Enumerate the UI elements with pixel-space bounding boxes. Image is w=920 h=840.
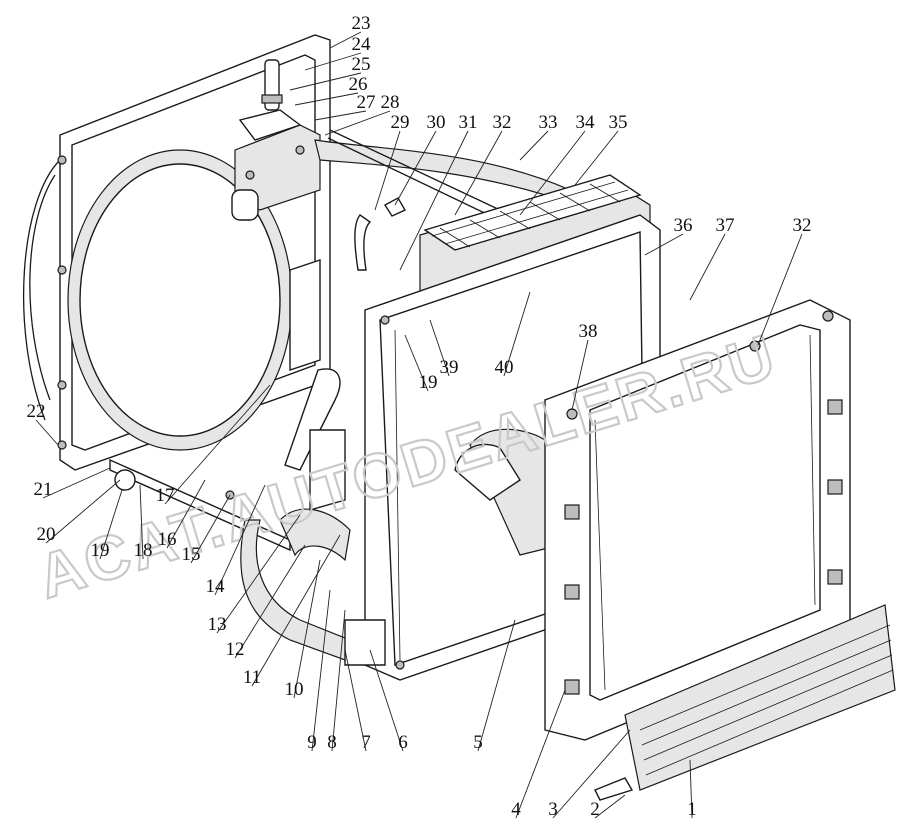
callout-label: 32 bbox=[793, 215, 812, 236]
callout-label: 1 bbox=[687, 799, 697, 820]
callout-label: 39 bbox=[440, 357, 459, 378]
leader-line bbox=[374, 130, 401, 211]
fan-shroud bbox=[22, 34, 331, 471]
leader-line bbox=[329, 31, 362, 49]
upper-hoses bbox=[314, 129, 576, 271]
callout-label: 35 bbox=[609, 112, 628, 133]
leader-line bbox=[139, 484, 144, 560]
callout-label: 3 bbox=[548, 799, 558, 820]
callout-label: 21 bbox=[34, 479, 53, 500]
leader-line bbox=[404, 334, 429, 392]
callout-label: 11 bbox=[243, 667, 261, 688]
callout-label: 6 bbox=[398, 732, 408, 753]
charge-air-duct bbox=[454, 428, 561, 556]
leader-line bbox=[515, 689, 566, 819]
leader-line bbox=[99, 489, 123, 560]
leader-line bbox=[429, 319, 450, 377]
callout-label: 30 bbox=[427, 112, 446, 133]
leader-line bbox=[519, 130, 549, 161]
lower-shroud-plate bbox=[594, 604, 896, 801]
leader-line bbox=[214, 484, 266, 596]
callout-label: 16 bbox=[158, 529, 177, 550]
leader-line bbox=[311, 589, 331, 752]
callout-label: 32 bbox=[493, 112, 512, 133]
callout-label: 22 bbox=[27, 401, 46, 422]
leader-line bbox=[344, 649, 367, 752]
leader-line bbox=[314, 110, 367, 121]
callout-label: 33 bbox=[539, 112, 558, 133]
callout-label: 4 bbox=[511, 799, 521, 820]
callout-label: 9 bbox=[307, 732, 317, 753]
thermostat-housing bbox=[231, 59, 321, 221]
leader-line bbox=[519, 130, 586, 216]
leader-line bbox=[644, 233, 684, 256]
leader-line bbox=[35, 419, 59, 446]
callout-label: 34 bbox=[576, 112, 596, 133]
leader-line bbox=[166, 479, 206, 549]
callout-label: 28 bbox=[381, 92, 400, 113]
callout-label: 20 bbox=[37, 524, 56, 545]
leader-line bbox=[689, 759, 693, 819]
leader-line bbox=[42, 467, 111, 499]
leader-line bbox=[477, 619, 516, 752]
leader-line bbox=[503, 291, 531, 377]
callout-label: 2 bbox=[590, 799, 600, 820]
callout-label: 19 bbox=[419, 372, 438, 393]
callout-label: 15 bbox=[182, 544, 201, 565]
callout-label: 10 bbox=[285, 679, 304, 700]
callout-label: 5 bbox=[473, 732, 483, 753]
leader-line bbox=[571, 339, 589, 411]
leader-line bbox=[594, 794, 626, 819]
leader-line bbox=[324, 110, 391, 136]
callout-label: 40 bbox=[495, 357, 514, 378]
leader-line bbox=[234, 544, 306, 659]
leader-line bbox=[251, 534, 341, 687]
front-radiator bbox=[544, 299, 851, 741]
callout-label: 24 bbox=[352, 34, 372, 55]
leader-line bbox=[454, 130, 503, 216]
leader-line bbox=[294, 92, 359, 106]
callout-label: 13 bbox=[208, 614, 227, 635]
leader-line bbox=[293, 559, 321, 699]
callout-label: 37 bbox=[716, 215, 735, 236]
callout-label: 17 bbox=[156, 485, 175, 506]
callout-label: 8 bbox=[327, 732, 337, 753]
callout-label: 26 bbox=[349, 74, 368, 95]
leader-line bbox=[369, 649, 404, 752]
leader-line bbox=[190, 494, 231, 564]
callout-label: 25 bbox=[352, 54, 371, 75]
callout-label: 14 bbox=[206, 576, 226, 597]
leader-line bbox=[757, 233, 803, 346]
leader-line bbox=[304, 52, 362, 71]
leader-line bbox=[574, 130, 619, 186]
leader-line bbox=[689, 233, 726, 301]
callout-label: 29 bbox=[391, 112, 410, 133]
leader-line bbox=[289, 72, 362, 91]
leader-line bbox=[394, 130, 437, 206]
callout-label: 18 bbox=[134, 540, 153, 561]
callout-label: 19 bbox=[91, 540, 110, 561]
callout-label: 36 bbox=[674, 215, 693, 236]
leader-line bbox=[216, 514, 301, 634]
leader-lines bbox=[35, 31, 803, 819]
leader-line bbox=[331, 609, 346, 752]
callout-label: 23 bbox=[352, 13, 371, 34]
leader-line bbox=[164, 384, 271, 505]
callout-label: 27 bbox=[357, 92, 376, 113]
leader-line bbox=[552, 729, 631, 819]
callout-label: 38 bbox=[579, 321, 598, 342]
callout-label: 7 bbox=[361, 732, 371, 753]
leader-line bbox=[45, 479, 121, 544]
callout-label: 12 bbox=[226, 639, 245, 660]
callout-label: 31 bbox=[459, 112, 478, 133]
leader-line bbox=[399, 130, 469, 271]
